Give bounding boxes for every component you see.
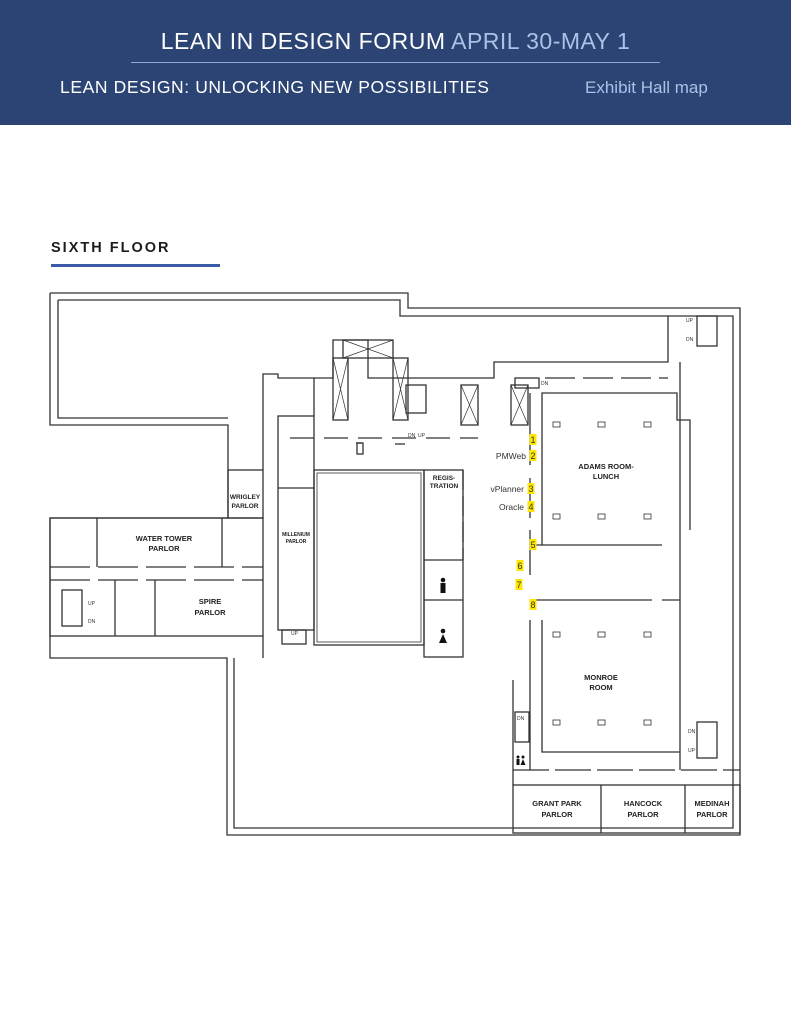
booth-number: 2: [530, 451, 535, 461]
event-title: LEAN IN DESIGN FORUM APRIL 30-MAY 1: [0, 28, 791, 55]
stair-up-label: UP: [291, 631, 299, 637]
room-medinah-line1: MEDINAH: [695, 799, 730, 808]
stair-dn-label: DN: [541, 381, 549, 387]
room-monroe-line2: ROOM: [589, 683, 612, 692]
header-divider: [131, 62, 660, 63]
room-grant-park-line1: GRANT PARK: [532, 799, 582, 808]
booth-highlight: [527, 483, 535, 494]
pillars: [552, 421, 652, 726]
room-adams-line1: ADAMS ROOM-: [578, 462, 634, 471]
room-wrigley-line2: PARLOR: [232, 503, 259, 510]
booth-highlight: [529, 434, 537, 445]
booth-3[interactable]: 3 vPlanner: [490, 483, 535, 494]
room-wrigley-line1: WRIGLEY: [230, 494, 261, 501]
room-spire-line2: PARLOR: [194, 608, 226, 617]
booth-highlight: [529, 539, 537, 550]
booth-highlight: [516, 560, 524, 571]
stair-dn-label: DN: [408, 433, 416, 439]
stair-dn-label: DN: [686, 337, 694, 343]
booth-highlight: [527, 501, 535, 512]
booth-2[interactable]: 2 PMWeb: [496, 450, 537, 461]
booth-number: 6: [517, 561, 522, 571]
booth-highlight: [529, 450, 537, 461]
booth-1[interactable]: 1: [529, 434, 537, 445]
room-water-tower-line2: PARLOR: [148, 544, 180, 553]
booth-number: 8: [530, 600, 535, 610]
stair-dn-label: DN: [88, 619, 96, 625]
exhibitor-name: PMWeb: [496, 451, 526, 461]
room-hancock-line2: PARLOR: [627, 810, 659, 819]
stair-dn-label: DN: [688, 729, 696, 735]
booth-highlight: [529, 599, 537, 610]
exhibitor-name: Oracle: [499, 502, 524, 512]
booth-5[interactable]: 5: [529, 539, 537, 550]
booth-4[interactable]: 4 Oracle: [499, 501, 535, 512]
event-name: LEAN IN DESIGN FORUM: [160, 28, 446, 54]
stair-up-label: UP: [688, 748, 696, 754]
booth-8[interactable]: 8: [529, 599, 537, 610]
floor-title: SIXTH FLOOR: [51, 240, 171, 256]
room-medinah-line2: PARLOR: [696, 810, 728, 819]
booth-number: 3: [528, 484, 533, 494]
room-millenium-line1: MILLENIUM: [282, 532, 310, 538]
event-date: APRIL 30-MAY 1: [451, 28, 631, 54]
booth-number: 7: [516, 580, 521, 590]
walls: [49, 292, 741, 836]
exhibitor-name: vPlanner: [490, 484, 524, 494]
elevator-icons: [332, 339, 529, 426]
room-monroe-line1: MONROE: [584, 673, 618, 682]
booth-highlight: [515, 579, 523, 590]
map-label: Exhibit Hall map: [585, 78, 708, 97]
booth-number: 1: [530, 435, 535, 445]
room-spire-line1: SPIRE: [199, 597, 222, 606]
stair-up-label: UP: [418, 433, 426, 439]
mens-restroom-icon: [440, 577, 446, 593]
room-water-tower-line1: WATER TOWER: [136, 534, 193, 543]
booth-6[interactable]: 6: [516, 560, 524, 571]
header-banner: LEAN IN DESIGN FORUM APRIL 30-MAY 1 LEAN…: [0, 0, 791, 125]
restroom-icon: [516, 755, 526, 765]
booth-7[interactable]: 7: [515, 579, 523, 590]
booth-markers: 1 2 PMWeb 3 vPlanner 4 Oracle 5 6 78: [490, 434, 537, 610]
room-adams-line2: LUNCH: [593, 472, 619, 481]
stair-dn-label: DN: [517, 716, 525, 722]
room-hancock-line1: HANCOCK: [624, 799, 663, 808]
event-subtitle: LEAN DESIGN: UNLOCKING NEW POSSIBILITIES: [60, 77, 490, 97]
womens-restroom-icon: [439, 628, 447, 643]
room-registration-line1: REGIS-: [433, 475, 455, 482]
stair-up-label: UP: [686, 318, 694, 324]
room-registration-line2: TRATION: [430, 483, 459, 490]
floor-title-underline: [51, 264, 220, 267]
room-grant-park-line2: PARLOR: [541, 810, 573, 819]
stair-up-label: UP: [88, 601, 96, 607]
room-millenium-line2: PARLOR: [286, 539, 307, 545]
booth-number: 4: [528, 502, 533, 512]
booth-number: 5: [530, 540, 535, 550]
